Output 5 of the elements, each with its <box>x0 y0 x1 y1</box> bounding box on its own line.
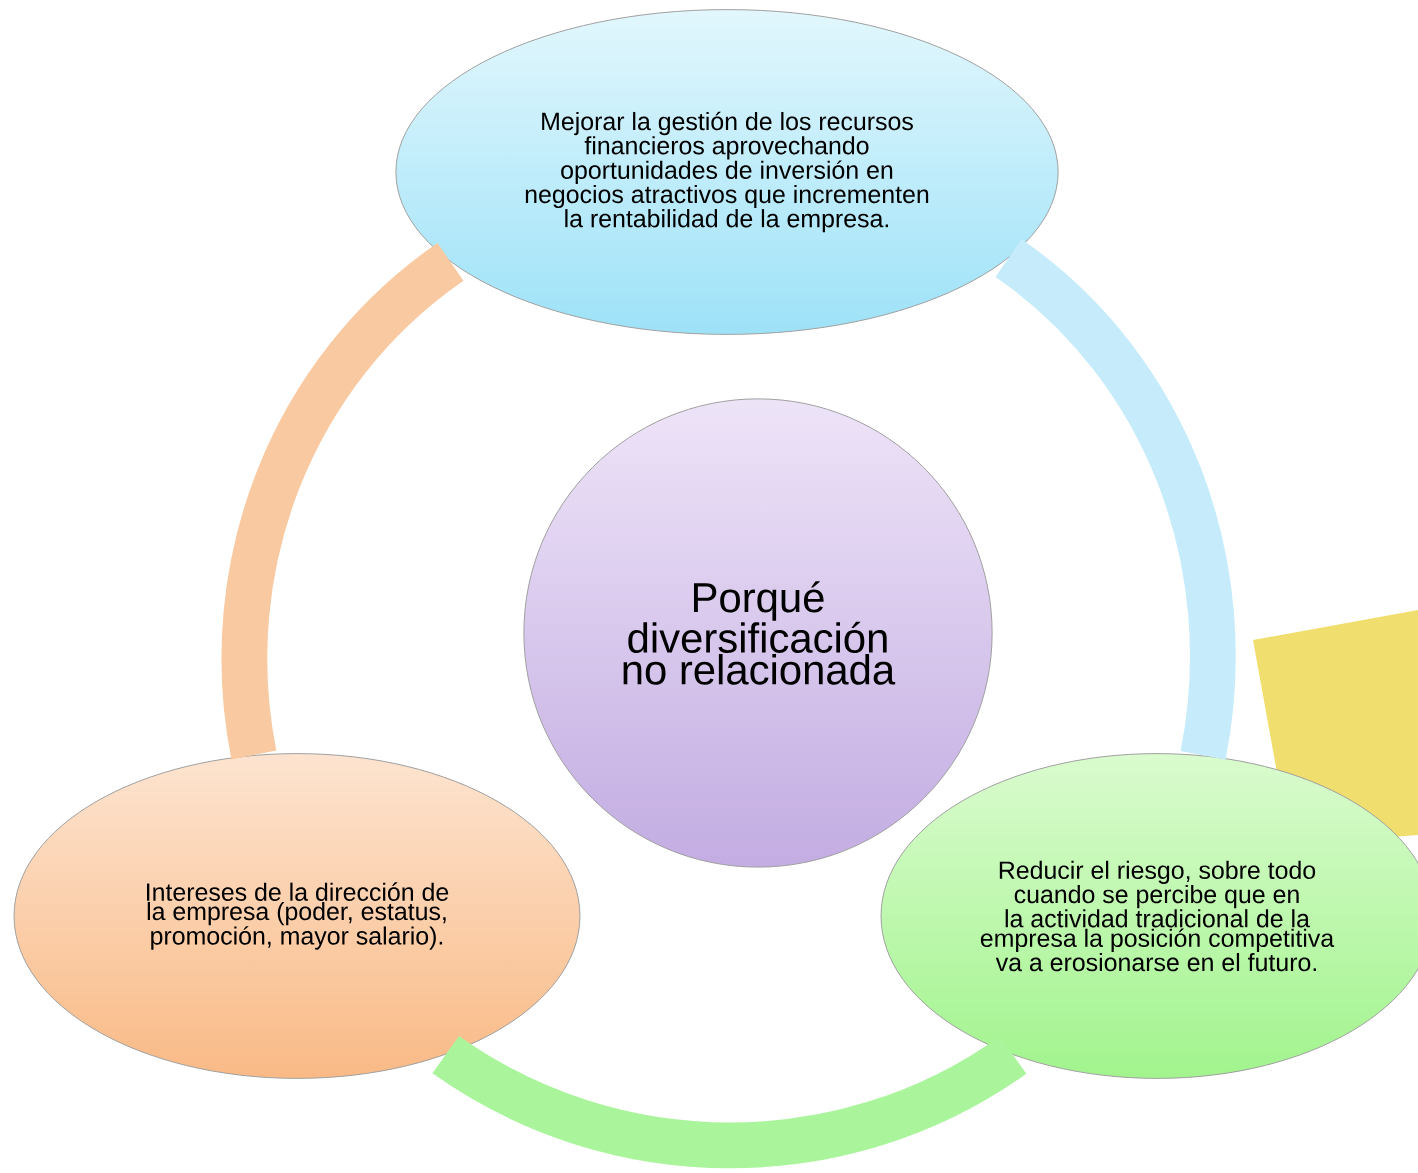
ring-arc <box>994 239 1236 759</box>
ring-arc <box>221 243 465 759</box>
ellipse-node: Intereses de la dirección de la empresa (poder, estatus, promoción, mayor salario). <box>13 753 581 1079</box>
ring-arc <box>433 1035 1026 1169</box>
ellipse-node: Mejorar la gestión de los recursos financieros aprovechando oportunidades de inversión en negocios atractivos que incrementen la rentabilidad de la empresa. <box>395 9 1059 335</box>
